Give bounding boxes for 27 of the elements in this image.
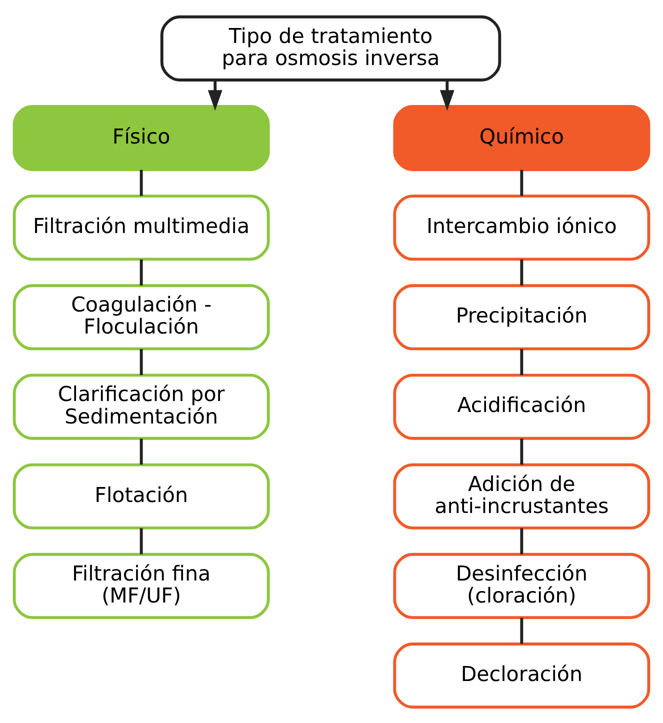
connector [520, 169, 524, 196]
node-box: Químico [393, 104, 650, 171]
node-box: Tipo de tratamiento para osmosis inversa [160, 14, 502, 81]
node-box: Filtración multimedia [12, 194, 270, 260]
node-box: Desinfección (cloración) [393, 552, 650, 618]
connector [140, 169, 143, 196]
node-box: Intercambio iónico [393, 194, 650, 260]
node-box: Adición de anti-incrustantes [393, 462, 650, 529]
arrow [440, 80, 454, 110]
connector [520, 348, 524, 375]
node-box: Filtración fina (MF/UF) [12, 552, 270, 618]
connector [520, 258, 524, 285]
node-box: Clarificación por Sedimentación [12, 373, 270, 440]
node-box: Físico [12, 104, 270, 171]
connector [140, 258, 143, 285]
node-box: Flotación [12, 462, 270, 529]
node-box: Decloración [393, 642, 650, 708]
connector [140, 438, 143, 464]
connector [520, 438, 524, 464]
connector [520, 617, 524, 644]
node-box: Acidificación [393, 373, 650, 440]
connector [520, 528, 524, 554]
connector [140, 528, 143, 554]
arrow [208, 80, 222, 110]
node-box: Coagulación - Floculación [12, 284, 270, 350]
node-box: Precipitación [393, 284, 650, 350]
connector [140, 348, 143, 375]
